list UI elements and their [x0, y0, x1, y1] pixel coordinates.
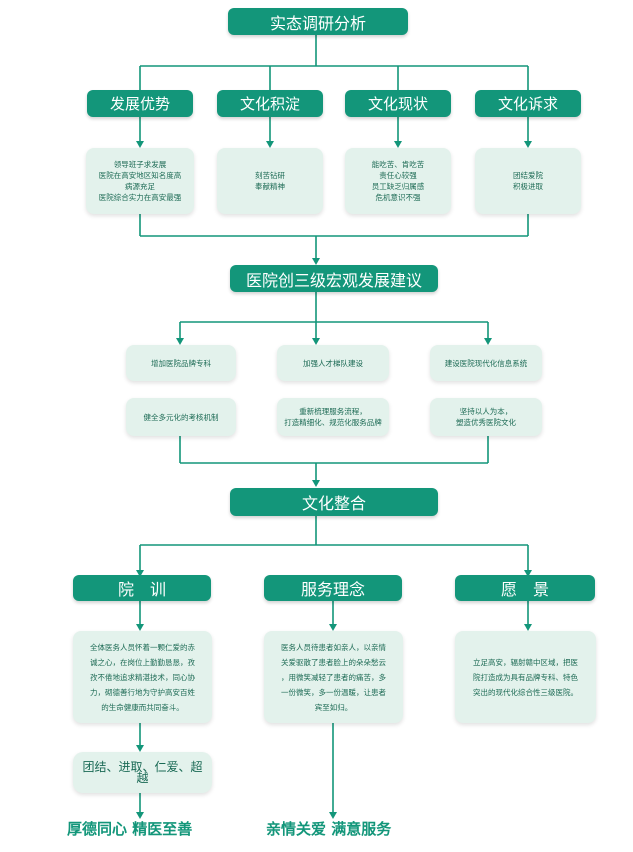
text-line: ，用微笑减轻了患者的痛苦，多 — [281, 672, 386, 682]
slogan-service: 亲情关爱 满意服务 — [266, 820, 392, 838]
text-line: 健全多元化的考核机制 — [143, 412, 219, 422]
text-line: 危机意识不强 — [375, 193, 421, 202]
text-line: 一份微笑，多一份温暖，让患者 — [281, 687, 386, 697]
text-line: 责任心较强 — [379, 171, 417, 180]
text-line: 医院综合实力在高安最强 — [98, 193, 182, 202]
text-line: 院打造成为具有品牌专科、特色 — [473, 672, 578, 682]
card-information-system: 建设医院现代化信息系统 — [430, 345, 542, 381]
text-line: 突出的现代化综合性三级医院。 — [473, 687, 578, 697]
header-service-philosophy: 服务理念 — [264, 575, 402, 601]
header-cultural-demands: 文化诉求 — [475, 90, 581, 117]
card-cultural-status: 能吃苦、肯吃苦 责任心较强 员工缺乏归属感 危机意识不强 — [345, 148, 451, 214]
text-line: 诚之心，在岗位上勤勤恳恳，孜 — [90, 657, 195, 667]
header-development-suggestions: 医院创三级宏观发展建议 — [230, 265, 438, 292]
header-survey-analysis: 实态调研分析 — [228, 8, 408, 35]
header-vision: 愿 景 — [455, 575, 595, 601]
card-service-description: 医务人员待患者如亲人，以亲情 关爱驱散了患者脸上的朵朵愁云 ，用微笑减轻了患者的… — [264, 631, 403, 723]
card-assessment-mechanism: 健全多元化的考核机制 — [126, 398, 236, 436]
text-line: 塑造优秀医院文化 — [456, 418, 516, 427]
card-development-advantages: 领导班子求发展 医院在高安地区知名度高 病源充足 医院综合实力在高安最强 — [86, 148, 194, 214]
text-line: 医务人员待患者如亲人，以亲情 — [281, 642, 386, 652]
header-cultural-status: 文化现状 — [345, 90, 451, 117]
text-line: 病源充足 — [125, 182, 155, 191]
card-cultural-heritage: 刻苦钻研 奉献精神 — [217, 148, 323, 214]
text-line: 关爱驱散了患者脸上的朵朵愁云 — [281, 657, 386, 667]
card-service-process: 重新梳理服务流程， 打造精细化、规范化服务品牌 — [277, 398, 389, 436]
text-line: 加强人才梯队建设 — [303, 358, 363, 368]
text-line: 员工缺乏归属感 — [371, 182, 425, 191]
text-line: 团结爱院 — [513, 171, 543, 180]
text-line: 增加医院品牌专科 — [151, 358, 211, 368]
text-line: 积极进取 — [513, 182, 543, 191]
text-line: 宾至如归。 — [314, 702, 353, 712]
text-line: 打造精细化、规范化服务品牌 — [284, 418, 382, 427]
card-motto-description: 全体医务人员怀着一颗仁爱的赤 诚之心，在岗位上勤勤恳恳，孜 孜不倦地追求精湛技术… — [73, 631, 212, 723]
text-line: 重新梳理服务流程， — [299, 407, 367, 416]
text-line: 立足高安，辐射赣中区域，把医 — [473, 657, 578, 667]
card-motto-values: 团结、进取、仁爱、超越 — [73, 752, 212, 793]
header-hospital-motto: 院 训 — [73, 575, 211, 601]
text-line: 建设医院现代化信息系统 — [444, 358, 528, 368]
text-line: 坚持以人为本， — [459, 407, 513, 416]
text-line: 全体医务人员怀着一颗仁爱的赤 — [90, 642, 195, 652]
header-development-advantages: 发展优势 — [87, 90, 193, 117]
text-line: 领导班子求发展 — [113, 160, 167, 169]
text-line: 的生命健康而共同奋斗。 — [101, 702, 184, 712]
text-line: 刻苦钻研 — [255, 171, 285, 180]
text-line: 力，砌德善行地为守护高安百姓 — [90, 687, 195, 697]
card-cultural-demands: 团结爱院 积极进取 — [475, 148, 581, 214]
card-vision-description: 立足高安，辐射赣中区域，把医 院打造成为具有品牌专科、特色 突出的现代化综合性三… — [455, 631, 596, 723]
text-line: 孜不倦地追求精湛技术，同心协 — [90, 672, 195, 682]
text-line: 医院在高安地区知名度高 — [98, 171, 182, 180]
text-line: 能吃苦、肯吃苦 — [371, 160, 425, 169]
card-talent-building: 加强人才梯队建设 — [277, 345, 389, 381]
card-hospital-culture: 坚持以人为本， 塑造优秀医院文化 — [430, 398, 542, 436]
header-cultural-heritage: 文化积淀 — [217, 90, 323, 117]
header-culture-integration: 文化整合 — [230, 488, 438, 516]
text-line: 奉献精神 — [255, 182, 285, 191]
card-brand-specialty: 增加医院品牌专科 — [126, 345, 236, 381]
slogan-motto: 厚德同心 精医至善 — [67, 820, 193, 838]
